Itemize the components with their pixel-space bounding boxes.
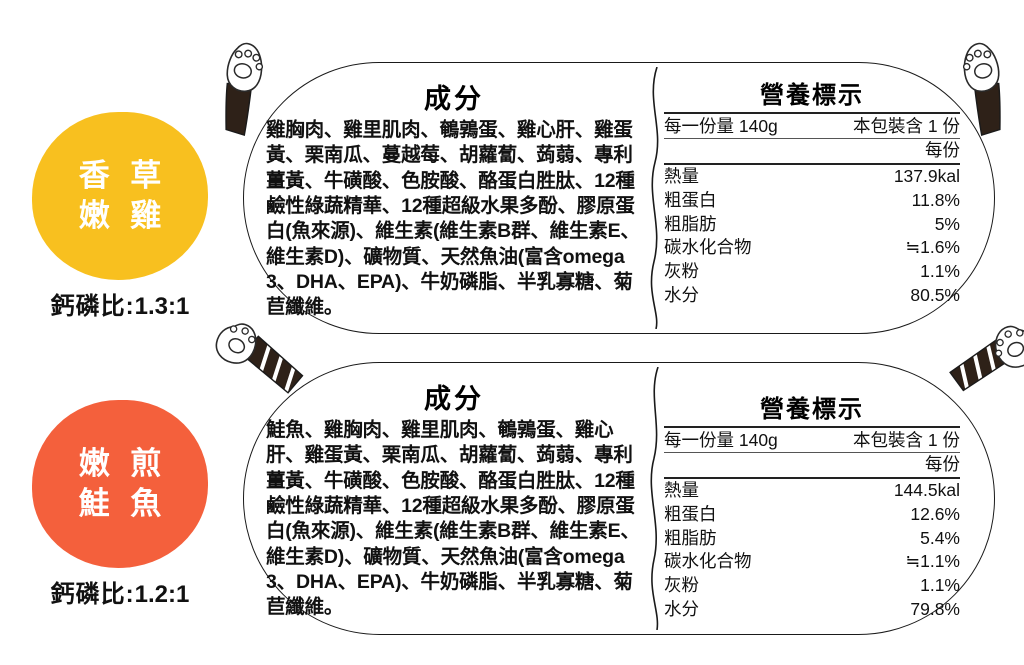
table-row: 粗蛋白 12.6%: [664, 502, 960, 526]
nutrient-value-ash-2: 1.1%: [920, 575, 960, 595]
nutrient-value-protein-2: 12.6%: [910, 503, 960, 524]
ca-p-ratio-value-2: 1.2:1: [134, 581, 190, 608]
nutrient-value-calories-2: 144.5kal: [816, 476, 960, 503]
nutrient-label-moisture-1: 水分: [664, 284, 699, 305]
nutrition-title-1: 營養標示: [760, 82, 864, 109]
table-row: 粗脂肪 5%: [664, 212, 960, 236]
table-row: 灰粉 1.1%: [664, 574, 960, 598]
product-2-badge-group: 嫩 煎 鮭 魚 鈣磷比:1.2:1: [0, 400, 240, 609]
nutrient-value-ash-1: 1.1%: [920, 261, 960, 281]
nutrient-value-fat-2: 5.4%: [920, 527, 960, 548]
per-serving-header-1: 每份: [816, 137, 960, 164]
nutrient-value-protein-1: 11.8%: [911, 189, 960, 210]
nutrient-label-protein-1: 粗蛋白: [664, 189, 717, 210]
table-row: 每份: [664, 137, 960, 164]
table-row: 熱量 137.9kal: [664, 162, 960, 189]
nutrient-value-moisture-2: 79.8%: [910, 598, 960, 619]
nutrient-label-fat-1: 粗脂肪: [664, 213, 717, 234]
nutrient-value-carbs-1: ≒1.6%: [905, 237, 960, 258]
product-2-spec-card: 成分 鮭魚、雞胸肉、雞里肌肉、鵪鶉蛋、雞心肝、雞蛋黃、栗南瓜、胡蘿蔔、蒟蒻、專利…: [243, 362, 995, 635]
nutrient-value-moisture-1: 80.5%: [910, 284, 960, 305]
nutrient-label-calories-1: 熱量: [664, 162, 817, 189]
table-row: 水分 80.5%: [664, 283, 960, 307]
nutrient-label-carbs-1: 碳水化合物: [664, 237, 752, 258]
product-2-ingredients-section: 成分 鮭魚、雞胸肉、雞里肌肉、鵪鶉蛋、雞心肝、雞蛋黃、栗南瓜、胡蘿蔔、蒟蒻、專利…: [244, 363, 648, 634]
per-serving-spacer-2: [664, 451, 817, 478]
serving-size-2: 每一份量 140g: [664, 425, 817, 453]
product-2-ingredients-text: 鮭魚、雞胸肉、雞里肌肉、鵪鶉蛋、雞心肝、雞蛋黃、栗南瓜、胡蘿蔔、蒟蒻、專利薑黃、…: [266, 419, 640, 619]
product-1-nutrition-table: 每一份量 140g 本包裝含 1 份 每份 熱量 137.9kal 粗蛋白: [664, 111, 960, 307]
table-row: 碳水化合物 ≒1.6%: [664, 236, 960, 260]
ingredients-title-1: 成分: [424, 84, 484, 114]
product-1-spec-card: 成分 雞胸肉、雞里肌肉、鵪鶉蛋、雞心肝、雞蛋黃、栗南瓜、蔓越莓、胡蘿蔔、蒟蒻、專…: [243, 62, 995, 334]
product-1-name-line2: 嫩 雞: [78, 198, 168, 233]
nutrient-label-moisture-2: 水分: [664, 598, 699, 619]
serving-size-1: 每一份量 140g: [664, 111, 817, 139]
product-1-nutrition-section: 營養標示 每一份量 140g 本包裝含 1 份 每份 熱量: [648, 63, 994, 333]
nutrient-label-ash-1: 灰粉: [664, 261, 699, 281]
nutrient-label-carbs-2: 碳水化合物: [664, 551, 752, 572]
product-1-ca-p-ratio: 鈣磷比:1.3:1: [0, 286, 240, 321]
table-row: 水分 79.8%: [664, 597, 960, 621]
nutrient-label-protein-2: 粗蛋白: [664, 503, 717, 524]
table-row: 粗蛋白 11.8%: [664, 188, 960, 212]
product-2-nutrition-section: 營養標示 每一份量 140g 本包裝含 1 份 每份 熱量: [648, 363, 994, 634]
product-2-nutrition-table: 每一份量 140g 本包裝含 1 份 每份 熱量 144.5kal 粗蛋白: [664, 425, 960, 621]
servings-per-pack-1: 本包裝含 1 份: [816, 111, 960, 139]
product-1-name-line1: 香 草: [78, 158, 168, 194]
product-2-name-line2: 鮭 魚: [78, 486, 168, 521]
product-2-badge: 嫩 煎 鮭 魚: [32, 400, 208, 568]
table-row: 每份: [664, 451, 960, 478]
nutrient-value-calories-1: 137.9kal: [816, 162, 960, 189]
ca-p-ratio-label-1: 鈣磷比:: [50, 293, 135, 320]
ca-p-ratio-label-2: 鈣磷比:: [50, 581, 135, 608]
nutrient-label-fat-2: 粗脂肪: [664, 527, 717, 548]
product-1-badge: 香 草 嫩 雞: [32, 112, 208, 280]
product-1-ingredients-section: 成分 雞胸肉、雞里肌肉、鵪鶉蛋、雞心肝、雞蛋黃、栗南瓜、蔓越莓、胡蘿蔔、蒟蒻、專…: [244, 63, 648, 333]
product-2-name-line1: 嫩 煎: [78, 446, 168, 482]
table-row: 粗脂肪 5.4%: [664, 526, 960, 550]
product-1-ingredients-text: 雞胸肉、雞里肌肉、鵪鶉蛋、雞心肝、雞蛋黃、栗南瓜、蔓越莓、胡蘿蔔、蒟蒻、專利薑黃…: [266, 119, 640, 319]
table-row: 每一份量 140g 本包裝含 1 份: [664, 425, 960, 453]
per-serving-header-2: 每份: [816, 451, 960, 478]
per-serving-spacer-1: [664, 137, 817, 164]
nutrient-value-fat-1: 5%: [934, 213, 960, 234]
table-row: 每一份量 140g 本包裝含 1 份: [664, 111, 960, 139]
ca-p-ratio-value-1: 1.3:1: [134, 293, 190, 320]
nutrient-label-calories-2: 熱量: [664, 476, 817, 503]
ingredients-title-2: 成分: [424, 384, 484, 414]
nutrient-value-carbs-2: ≒1.1%: [905, 551, 960, 572]
table-row: 灰粉 1.1%: [664, 260, 960, 284]
product-2-ca-p-ratio: 鈣磷比:1.2:1: [0, 574, 240, 609]
table-row: 熱量 144.5kal: [664, 476, 960, 503]
nutrition-title-2: 營養標示: [760, 396, 864, 423]
table-row: 碳水化合物 ≒1.1%: [664, 550, 960, 574]
servings-per-pack-2: 本包裝含 1 份: [816, 425, 960, 453]
product-1-badge-group: 香 草 嫩 雞 鈣磷比:1.3:1: [0, 112, 240, 321]
nutrient-label-ash-2: 灰粉: [664, 575, 699, 595]
